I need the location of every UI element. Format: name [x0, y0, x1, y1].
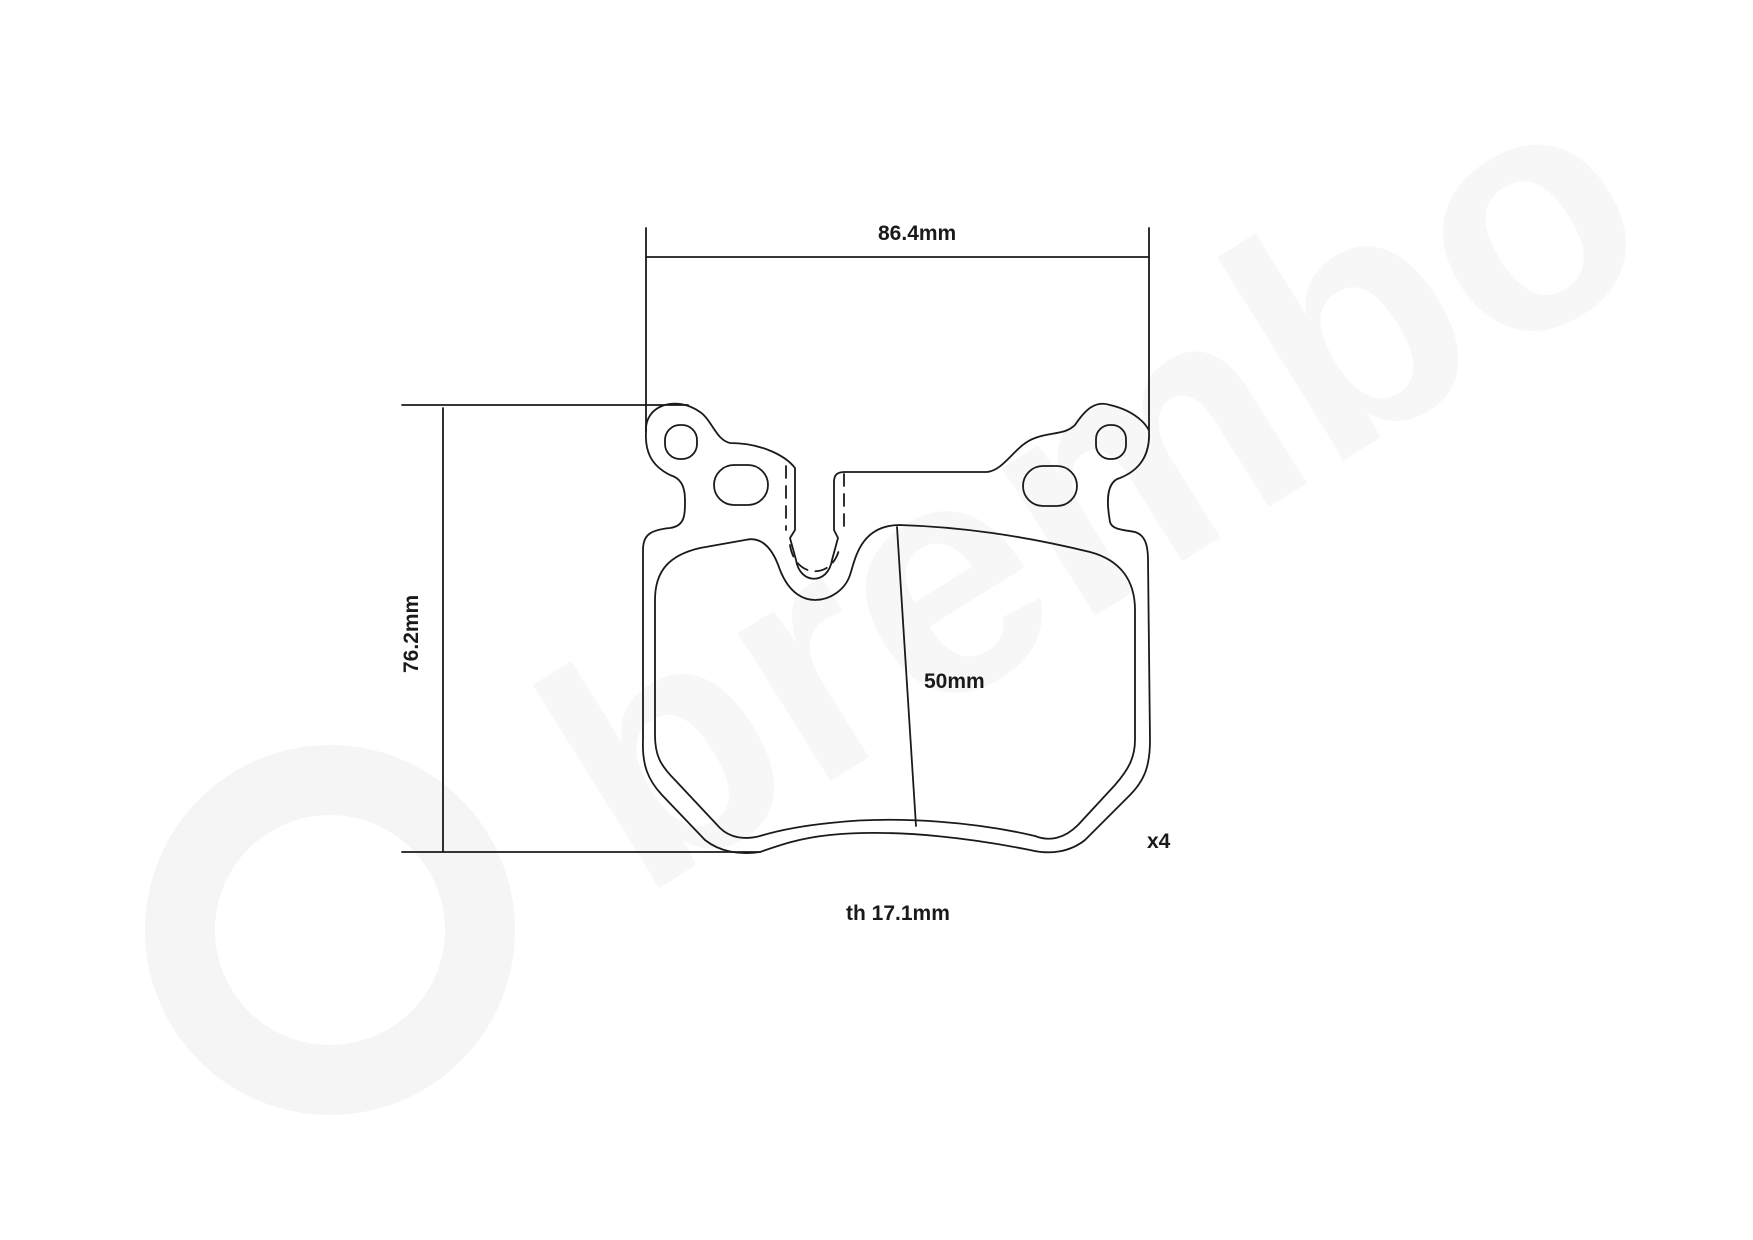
mounting-hole-left: [713, 464, 769, 506]
mounting-hole-left-top: [664, 424, 698, 460]
thickness-label: th 17.1mm: [846, 902, 950, 925]
height-label: 76.2mm: [400, 594, 423, 673]
friction-height-line: [896, 526, 917, 827]
friction-height-label: 50mm: [924, 670, 985, 693]
friction-material-outline: [654, 524, 1136, 840]
quantity-label: x4: [1147, 830, 1171, 853]
backing-plate-outline: [642, 402, 1151, 854]
mounting-hole-right: [1022, 465, 1078, 507]
slot-dashed-lines: [785, 465, 845, 572]
svg-text:brembo: brembo: [482, 5, 1704, 959]
mounting-hole-right-top: [1095, 424, 1127, 460]
width-dimension: [645, 227, 1150, 433]
width-label: 86.4mm: [878, 222, 957, 245]
height-dimension: [401, 404, 761, 853]
